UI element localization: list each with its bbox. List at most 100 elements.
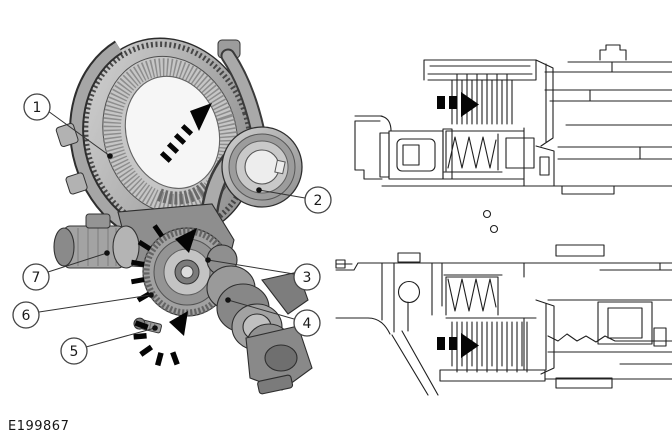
callout-circle (23, 93, 51, 121)
pump-flange (112, 225, 140, 269)
top-lines (335, 262, 672, 271)
leader-dot (256, 187, 262, 193)
cap-boss (397, 252, 421, 263)
arrow-dash (180, 124, 194, 136)
arrow-dash (170, 351, 180, 366)
foot-boss (555, 377, 613, 389)
arrow-dash (134, 320, 149, 330)
leader-dot (225, 297, 231, 303)
gear-block-outer (597, 301, 653, 345)
callout-circle (12, 301, 40, 329)
arrow-dash (437, 337, 445, 350)
callout-label: 5 (70, 344, 79, 360)
arrow-dash (130, 259, 145, 267)
assembly-illustration (53, 37, 313, 395)
spring-pack (443, 274, 503, 316)
cross-section-bottom (335, 244, 672, 396)
pump-ribs (77, 228, 117, 266)
leader-dot (152, 325, 158, 331)
leader-dot (107, 153, 113, 159)
callout-3: 3 (205, 257, 321, 291)
inlet-lines (354, 115, 392, 180)
arrow-dash (133, 333, 147, 340)
callout-label: 1 (33, 100, 42, 116)
housing-verticals (381, 262, 443, 333)
leader-line (38, 294, 152, 313)
band-lug (65, 172, 88, 195)
piston-wall (535, 59, 554, 147)
leader-line (207, 259, 295, 275)
leader-dot (104, 250, 110, 256)
callout-label: 7 (32, 270, 41, 286)
clutch-plates (445, 317, 537, 373)
flow-arrow-top (437, 92, 479, 117)
edge-bracket (335, 259, 346, 269)
callout-circle (304, 186, 332, 214)
arrow-dash (437, 96, 445, 109)
pump-top-boss (85, 213, 111, 229)
cross-section-top (354, 44, 672, 195)
hub-keyway (274, 159, 286, 175)
pump-block-inner (396, 138, 436, 172)
callout-label: 6 (22, 308, 31, 324)
ring-bore (124, 75, 221, 189)
callout-label: 2 (314, 193, 323, 209)
arrow-dash (152, 224, 165, 238)
base-lines (381, 178, 561, 187)
bottom-band (439, 369, 546, 382)
arrow-head (190, 103, 212, 131)
gear-block-detail (653, 327, 667, 347)
callout-6: 6 (12, 292, 154, 329)
arrow-dash (130, 277, 145, 285)
leader-dot (148, 292, 154, 298)
arrow-dash (136, 291, 151, 303)
callout-circle (293, 263, 321, 291)
piston-wall (535, 299, 555, 375)
hub-bore (244, 149, 280, 185)
gear-block-lines (547, 351, 672, 365)
yoke-foot (257, 374, 294, 395)
arm-upper (222, 50, 264, 138)
callout-1: 1 (23, 93, 113, 159)
leader-line (227, 299, 295, 320)
check-ball (489, 224, 499, 234)
pump-block-detail (402, 144, 420, 166)
arrow-dash (137, 239, 152, 252)
arrow-dash (166, 142, 180, 154)
flow-arrow-bottom (437, 333, 479, 358)
shaft-ticks (589, 61, 641, 160)
support (535, 145, 555, 187)
callout-label: 3 (303, 270, 312, 286)
hub-block (505, 137, 535, 169)
top-notch (599, 44, 627, 61)
callout-label: 4 (303, 316, 312, 332)
arrow-head (169, 311, 188, 336)
spring-pack (443, 130, 525, 173)
callout-circle (293, 309, 321, 337)
callout-2: 2 (256, 186, 332, 214)
shaft-lines (539, 61, 672, 187)
leader-line (47, 252, 108, 273)
arrow-dash (449, 337, 457, 350)
rotation-arrow-shaft (133, 311, 188, 367)
leader-line (85, 327, 156, 348)
jagged-break-line (547, 333, 672, 343)
rotation-arrow-ring (159, 103, 212, 163)
gear-block-inner (607, 307, 643, 339)
callout-circle (22, 263, 50, 291)
housing-bar (379, 132, 390, 178)
callout-circle (60, 337, 88, 365)
base-boss (561, 185, 615, 195)
leader-dot (205, 257, 211, 263)
figure-id: E199867 (8, 419, 70, 434)
arrow-dash (155, 352, 164, 367)
callout-4: 4 (225, 297, 321, 337)
ball (397, 280, 421, 304)
callouts: 1 2 3 4 5 6 (12, 93, 332, 365)
output-shaft-stack (206, 244, 313, 395)
arrow-dash (173, 133, 187, 145)
leader-line (47, 110, 111, 157)
gear-block (547, 262, 672, 301)
